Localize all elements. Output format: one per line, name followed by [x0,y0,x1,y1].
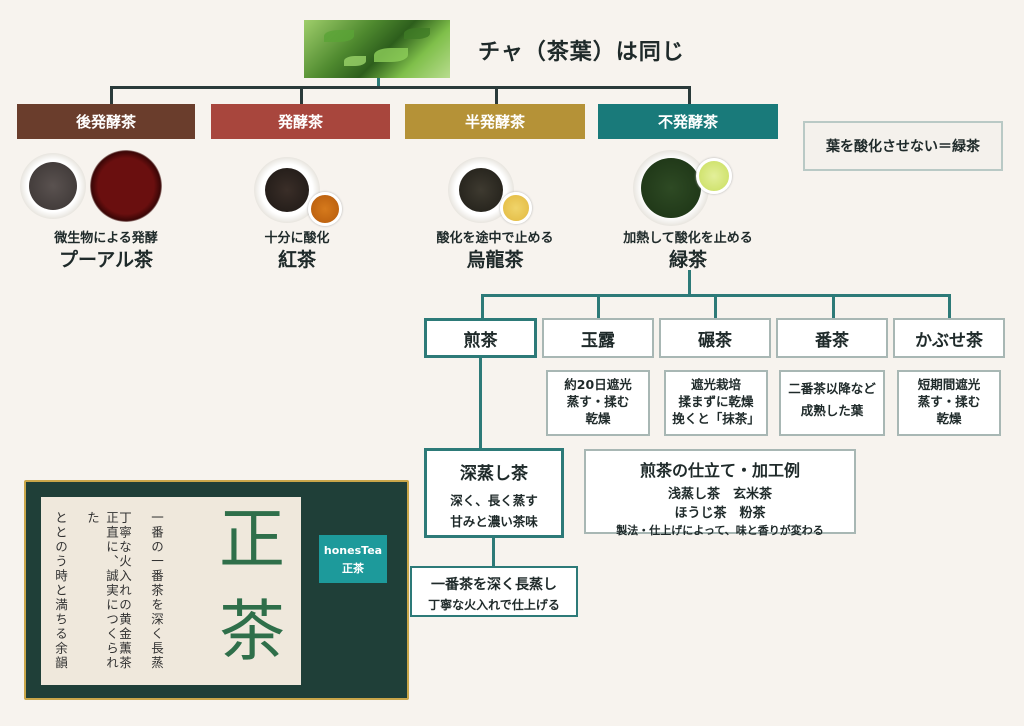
oolong-cup [500,192,532,224]
tea-desc: 加熱して酸化を止める [623,231,753,246]
fukamushi-line: 深く、長く蒸す [450,493,538,508]
vertical-text: ととのう時と満ちる余韻 [53,511,68,671]
category-fermented: 発酵茶 [211,104,390,139]
sub-label: かぶせ茶 [915,330,983,351]
connector [495,86,498,104]
tea-name: 緑茶 [668,249,707,271]
ichiban-box: 一番茶を深く長蒸し 丁寧な火入れで仕上げる [410,566,578,617]
desc-line: 乾燥 [585,411,611,426]
processing-line: ほうじ茶 粉茶 [674,506,766,521]
fukamushi-line: 甘みと濃い茶味 [450,514,538,529]
bancha-desc: 二番茶以降など 成熟した葉 [779,370,885,436]
category-label: 後発酵茶 [75,113,136,131]
desc-line: 蒸す・揉む [917,394,981,409]
pu-erh-cup [90,150,162,222]
kabusecha-desc: 短期間遮光 蒸す・揉む 乾燥 [897,370,1001,436]
category-unfermented: 不発酵茶 [598,104,778,139]
tea-name: 烏龍茶 [466,249,524,271]
category-label: 半発酵茶 [464,113,525,131]
brand-sub: 正茶 [342,562,364,575]
connector [597,294,600,319]
category-post-fermented: 後発酵茶 [17,104,195,139]
vertical-text: 一番の一番茶を深く長蒸 [149,511,164,671]
category-label: 発酵茶 [277,113,323,131]
tencha-box: 碾茶 [659,318,771,358]
ichiban-line: 丁寧な火入れで仕上げる [428,598,560,612]
gyokuro-desc: 約20日遮光 蒸す・揉む 乾燥 [546,370,650,436]
processing-title: 煎茶の仕立て・加工例 [639,461,800,480]
connector [481,294,484,319]
gyokuro-box: 玉露 [542,318,654,358]
tea-leaf-photo [304,20,450,78]
tea-name: 紅茶 [277,249,316,271]
kabusecha-box: かぶせ茶 [893,318,1005,358]
connector [110,86,113,104]
note-box: 葉を酸化させない＝緑茶 [803,121,1003,171]
desc-line: 挽くと「抹茶」 [672,411,760,426]
desc-line: 乾燥 [936,411,962,426]
desc-line: 成熟した葉 [800,403,864,418]
vertical-text: 丁寧な火入れの黄金薫茶 [117,511,132,671]
connector [110,86,690,89]
desc-line: 遮光栽培 [690,377,741,392]
tencha-desc: 遮光栽培 揉まずに乾燥 挽くと「抹茶」 [664,370,768,436]
processing-line: 製法・仕上げによって、味と香りが変わる [616,524,824,537]
sub-label: 玉露 [581,330,615,351]
vertical-text: 正直に、誠実につくられた [85,511,119,671]
connector [688,270,691,295]
tea-name: プーアル茶 [58,249,154,271]
fukamushi-title: 深蒸し茶 [460,464,528,484]
brand-label: honesTea 正茶 [319,535,387,583]
connector [688,86,691,104]
fukamushi-box: 深蒸し茶 深く、長く蒸す 甘みと濃い茶味 [424,448,564,538]
desc-line: 蒸す・揉む [566,394,630,409]
big-char: 茶 [219,593,285,670]
big-char: 正 [219,501,285,578]
note-text: 葉を酸化させない＝緑茶 [826,139,980,155]
green-tea-cup [696,158,732,194]
tea-desc: 酸化を途中で止める [436,231,554,246]
brand-paper: ととのう時と満ちる余韻 正直に、誠実につくられた 丁寧な火入れの黄金薫茶 一番の… [41,497,301,685]
connector [300,86,303,104]
category-semi-fermented: 半発酵茶 [405,104,585,139]
connector [832,294,835,319]
pu-erh-leaves-plate [20,153,86,219]
brand-name: honesTea [323,544,383,557]
connector [479,358,482,450]
connector [492,538,495,568]
ichiban-line: 一番茶を深く長蒸し [431,577,557,593]
green-tea-leaves-plate [633,150,709,226]
desc-line: 短期間遮光 [917,377,981,392]
sub-label: 番茶 [815,330,849,351]
processing-box: 煎茶の仕立て・加工例 浅蒸し茶 玄米茶 ほうじ茶 粉茶 製法・仕上げによって、味… [584,449,856,537]
tea-desc: 十分に酸化 [264,231,330,246]
page-title: チャ（茶葉）は同じ [478,40,685,65]
sub-label: 碾茶 [698,330,732,351]
desc-line: 揉まずに乾燥 [678,394,754,409]
sencha-box: 煎茶 [424,318,537,358]
tea-desc: 微生物による発酵 [54,231,158,246]
processing-line: 浅蒸し茶 玄米茶 [667,487,772,502]
category-label: 不発酵茶 [657,113,718,131]
connector [714,294,717,319]
connector [948,294,951,319]
sub-label: 煎茶 [463,330,498,351]
bancha-box: 番茶 [776,318,888,358]
connector [377,78,380,88]
black-tea-cup [308,192,342,226]
desc-line: 約20日遮光 [564,377,632,392]
desc-line: 二番茶以降など [788,381,876,396]
